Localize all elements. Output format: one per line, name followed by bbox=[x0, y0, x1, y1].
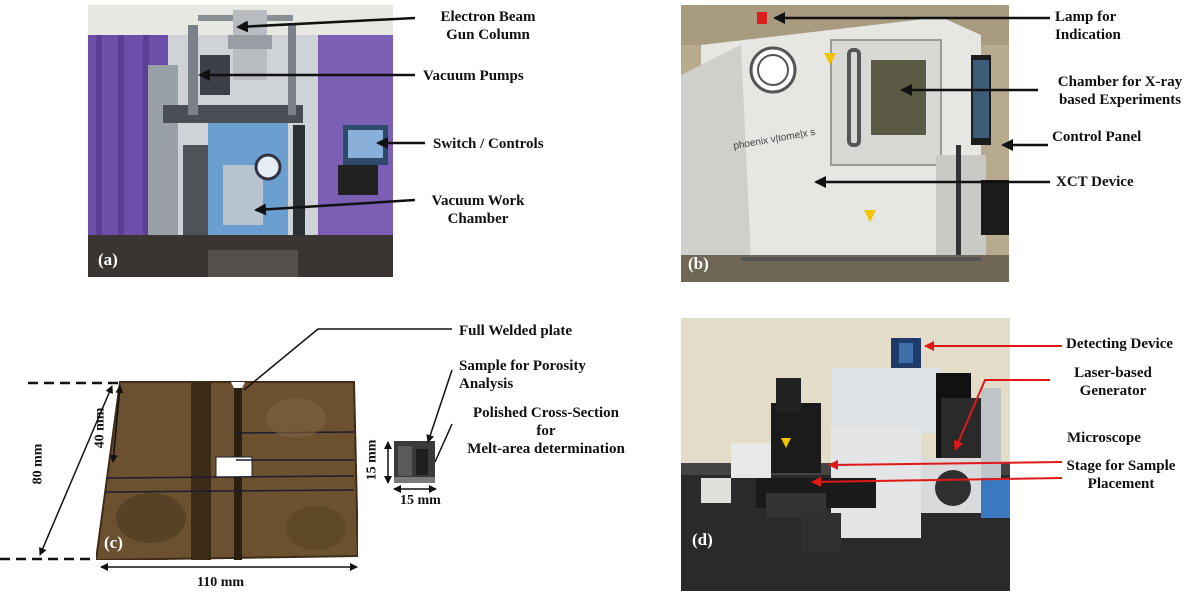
label-control-panel: Control Panel bbox=[1052, 129, 1142, 145]
label-cross-section: Polished Cross-Section for Melt-area det… bbox=[467, 405, 625, 457]
dim-sample-width: 15 mm bbox=[400, 493, 441, 508]
dim-plate-width: 110 mm bbox=[197, 575, 245, 590]
photo-xct-device bbox=[681, 5, 1009, 282]
arrows-panel-b bbox=[773, 12, 1050, 188]
ebw-machine-illustration bbox=[88, 5, 393, 277]
label-xray-chamber: Chamber for X-ray based Experiments bbox=[1057, 74, 1183, 108]
arrows-panel-a bbox=[198, 16, 425, 216]
label-vacuum-chamber: Vacuum Work Chamber bbox=[431, 193, 525, 227]
label-gun-column: Electron Beam Gun Column bbox=[440, 9, 536, 43]
panel-b-tag: (b) bbox=[688, 254, 709, 273]
panel-a-tag: (a) bbox=[98, 250, 118, 269]
microscope-setup-illustration bbox=[681, 318, 1010, 591]
label-microscope: Microscope bbox=[1067, 430, 1141, 446]
arrows-panel-d bbox=[811, 341, 1063, 487]
label-porosity-sample: Sample for Porosity Analysis bbox=[459, 358, 586, 392]
label-switch-controls: Switch / Controls bbox=[433, 136, 544, 152]
photo-welded-plate bbox=[96, 378, 358, 560]
dimensions-panel-c bbox=[0, 381, 437, 571]
photo-laser-microscope bbox=[681, 318, 1010, 591]
label-laser-generator: Laser-based Generator bbox=[1074, 365, 1152, 399]
label-vacuum-pumps: Vacuum Pumps bbox=[423, 68, 524, 84]
label-lamp-indication: Lamp for Indication bbox=[1055, 9, 1121, 43]
label-full-welded-plate: Full Welded plate bbox=[459, 323, 573, 339]
sample-cube-illustration bbox=[394, 441, 435, 483]
panel-d-tag: (d) bbox=[692, 530, 713, 549]
photo-ebw-machine bbox=[88, 5, 393, 277]
label-xct-device: XCT Device bbox=[1056, 174, 1134, 190]
label-detecting-device: Detecting Device bbox=[1066, 336, 1174, 352]
leaders-panel-c bbox=[243, 328, 453, 463]
welded-plate-illustration bbox=[96, 381, 358, 560]
xct-device-illustration bbox=[681, 5, 1009, 282]
photo-porosity-sample bbox=[394, 441, 435, 483]
label-sample-stage: Stage for Sample Placement bbox=[1066, 458, 1176, 492]
